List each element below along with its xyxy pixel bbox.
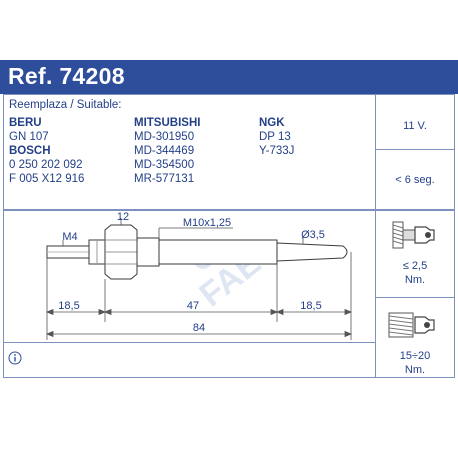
- brand-beru: BERU: [9, 117, 42, 129]
- footer-row: [3, 342, 376, 378]
- ngk-code: Y-733J: [259, 145, 295, 157]
- glow-plug-body: [46, 224, 348, 280]
- reference-number: Ref. 74208: [8, 63, 125, 89]
- thread-size-label: M10x1,25: [183, 217, 231, 229]
- thread-section: [136, 237, 160, 267]
- ngk-code: DP 13: [259, 131, 291, 143]
- info-icon[interactable]: [8, 351, 22, 365]
- body-shank: [158, 239, 278, 265]
- heat-time-value: < 6 seg.: [395, 174, 435, 186]
- suitable-title: Reemplaza / Suitable:: [9, 99, 122, 111]
- brand-bosch: BOSCH: [9, 145, 51, 157]
- thread-torque-value: 15÷20: [399, 350, 431, 362]
- torque-thread-cell: [375, 297, 455, 378]
- dim-left-label: 18,5: [58, 300, 79, 312]
- tip-torque-unit: Nm.: [404, 274, 426, 286]
- thread-torque-unit: Nm.: [404, 364, 426, 376]
- dim-middle-label: 47: [187, 300, 199, 312]
- mitsubishi-code: MD-344469: [134, 145, 195, 157]
- voltage-value: 11 V.: [403, 120, 427, 132]
- heater-tip: [276, 242, 348, 262]
- tip-torque-icon: [388, 216, 442, 254]
- thread-torque-icon: [386, 307, 440, 343]
- dim-total-label: 84: [193, 322, 205, 334]
- tip-torque-value: ≤ 2,5: [402, 260, 428, 272]
- bosch-code: 0 250 202 092: [9, 159, 83, 171]
- tip-diameter-label: Ø3,5: [301, 229, 325, 241]
- hex-size-label: 12: [117, 211, 129, 223]
- mitsubishi-code: MD-301950: [134, 131, 195, 143]
- mitsubishi-code: MD-354500: [134, 159, 195, 171]
- bosch-code: F 005 X12 916: [9, 173, 85, 185]
- beru-code: GN 107: [9, 131, 49, 143]
- voltage-cell: [375, 94, 455, 150]
- terminal-size-label: M4: [62, 231, 77, 243]
- glow-plug-drawing: FAE 12 M10x1: [45, 211, 353, 340]
- brand-mitsubishi: MITSUBISHI: [134, 117, 201, 129]
- reference-header-bar: [0, 60, 458, 94]
- brand-ngk: NGK: [259, 117, 285, 129]
- mitsubishi-code: MR-577131: [134, 173, 195, 185]
- dim-right-label: 18,5: [300, 300, 321, 312]
